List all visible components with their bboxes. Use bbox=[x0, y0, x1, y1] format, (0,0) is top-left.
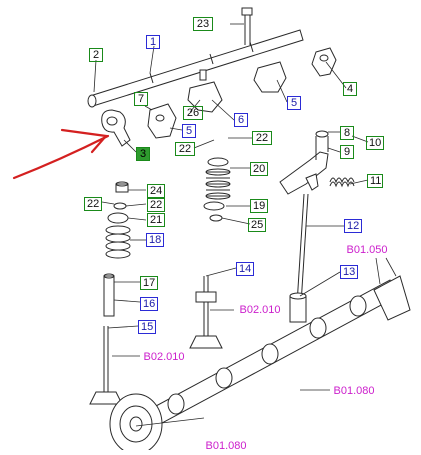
seal-25 bbox=[209, 214, 223, 222]
callout-18: 18 bbox=[146, 233, 164, 247]
callout-25: 25 bbox=[248, 218, 266, 232]
callout-4: 4 bbox=[343, 82, 357, 96]
ref-b01-080-a: B01.080 bbox=[333, 385, 375, 397]
callout-20: 20 bbox=[250, 162, 268, 176]
valve-spring-20 bbox=[205, 157, 231, 200]
valve-14 bbox=[189, 276, 223, 349]
callout-10: 10 bbox=[366, 136, 384, 150]
callout-22a: 22 bbox=[175, 142, 195, 156]
callout-5a: 5 bbox=[182, 124, 196, 138]
camshaft-gear bbox=[109, 393, 163, 455]
leader-lines bbox=[93, 23, 397, 427]
callout-26: 26 bbox=[183, 106, 203, 120]
callout-5b: 5 bbox=[287, 96, 301, 110]
collet-22 bbox=[113, 202, 127, 210]
callout-13: 13 bbox=[340, 265, 358, 279]
callout-24: 24 bbox=[147, 184, 165, 198]
callout-21: 21 bbox=[147, 213, 165, 227]
valve-15 bbox=[89, 326, 123, 405]
callout-14: 14 bbox=[236, 262, 254, 276]
callout-9: 9 bbox=[340, 145, 354, 159]
callout-17: 17 bbox=[140, 276, 158, 290]
callout-8: 8 bbox=[340, 126, 354, 140]
bolt-23 bbox=[241, 7, 253, 45]
callout-22b: 22 bbox=[252, 131, 272, 145]
valve-spring-18 bbox=[105, 225, 131, 259]
ref-b02-010-a: B02.010 bbox=[239, 304, 281, 316]
callout-1: 1 bbox=[146, 35, 160, 49]
callout-7: 7 bbox=[134, 92, 148, 106]
red-arrow-annotation bbox=[12, 128, 110, 180]
tappet-13 bbox=[289, 292, 307, 323]
ref-b01-050: B01.050 bbox=[346, 244, 388, 256]
callout-19: 19 bbox=[250, 199, 268, 213]
rocker-shaft bbox=[87, 29, 304, 108]
callout-2: 2 bbox=[89, 48, 103, 62]
washer-19 bbox=[203, 201, 225, 211]
rocker-arm-right bbox=[279, 130, 329, 195]
spring-11 bbox=[329, 177, 355, 188]
retainer-21 bbox=[107, 212, 129, 224]
rocker-arm-4 bbox=[311, 47, 337, 77]
rocker-pedestal-5b bbox=[253, 61, 287, 93]
callout-3: 3 bbox=[136, 147, 150, 161]
callout-22d: 22 bbox=[147, 198, 165, 212]
callout-15: 15 bbox=[138, 320, 156, 334]
cap-24 bbox=[115, 181, 129, 193]
rocker-arm-3 bbox=[101, 109, 131, 147]
callout-11: 11 bbox=[367, 174, 383, 188]
rocker-pedestal-5a bbox=[147, 103, 177, 139]
callout-16: 16 bbox=[140, 297, 158, 311]
callout-6: 6 bbox=[234, 113, 248, 127]
callout-23: 23 bbox=[193, 17, 213, 31]
valve-guide-16 bbox=[103, 273, 115, 317]
callout-12: 12 bbox=[344, 219, 362, 233]
ref-b01-080-b: B01.080 bbox=[205, 440, 247, 452]
ref-b02-010-b: B02.010 bbox=[143, 351, 185, 363]
callout-22c: 22 bbox=[84, 197, 102, 211]
